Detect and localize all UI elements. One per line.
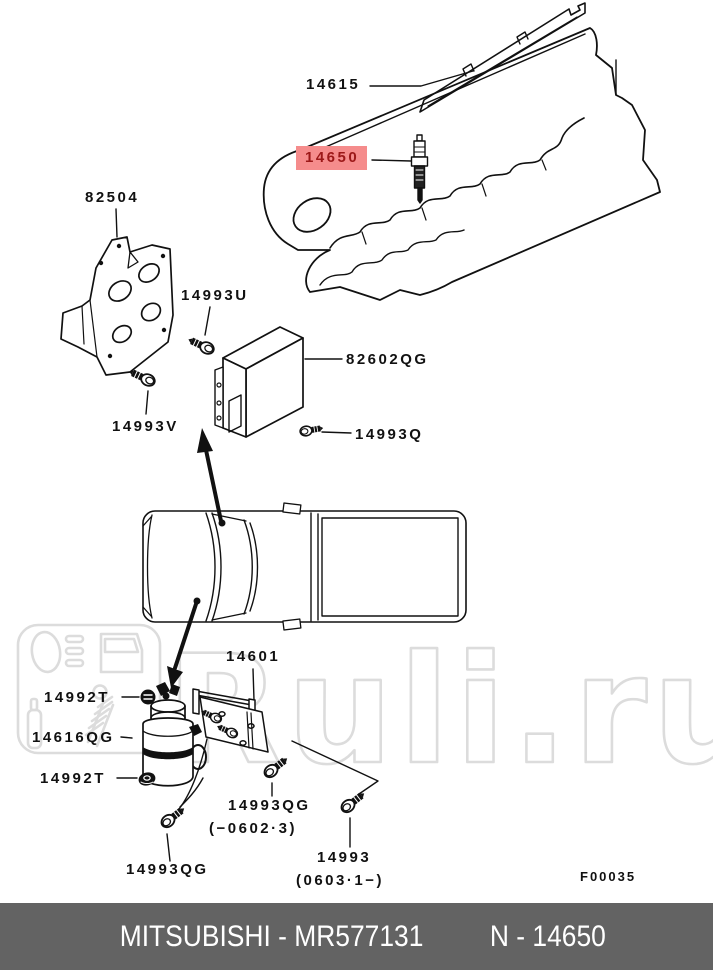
bolt-14993QG-bottom (158, 803, 189, 831)
bracket-82504-drawing (60, 236, 174, 376)
ecu-unit-drawing (214, 326, 304, 438)
pointer-arrow-to-ecu (197, 428, 226, 527)
valve-cover-gasket-drawing (419, 2, 586, 113)
part-label-14993Q: 14993Q (355, 426, 424, 443)
part-label-14650-highlighted: 14650 (296, 146, 368, 170)
part-label-14616QG: 14616QG (32, 729, 115, 746)
bolt-14993U (185, 333, 217, 357)
part-label-14993: 14993 (317, 849, 372, 866)
pointer-arrow-to-filter (167, 597, 201, 688)
part-label-14993QG-bottom: 14993QG (126, 861, 209, 878)
footer-brand-part-number: MITSUBISHI - MR577131 (119, 919, 424, 953)
part-label-82602QG: 82602QG (346, 351, 429, 368)
watermark-logo (16, 623, 162, 755)
bracket-14601-drawing (192, 688, 269, 753)
part-label-14992T-upper: 14992T (44, 689, 110, 706)
part-label-14601: 14601 (226, 648, 281, 665)
fuel-filter-drawing (142, 682, 207, 787)
bolt-14993Q (298, 422, 325, 438)
figure-code: F00035 (580, 869, 637, 884)
part-label-14993QG-mid-daterange: (−0602·3) (209, 820, 297, 837)
truck-top-view-drawing (142, 502, 467, 631)
part-label-14615: 14615 (306, 76, 361, 93)
part-label-14993-daterange: (0603·1−) (296, 872, 384, 889)
nut-14992T-lower (138, 772, 156, 786)
footer-catalog-number: N - 14650 (490, 919, 607, 953)
watermark: Ruli.ru (16, 623, 713, 799)
leader-lines (115, 70, 474, 862)
part-label-14993V: 14993V (112, 418, 179, 435)
part-label-14992T-lower: 14992T (40, 770, 106, 787)
footer-bar: MITSUBISHI - MR577131 N - 14650 (0, 903, 713, 970)
grommet-14992T-upper (140, 689, 156, 705)
part-label-14993QG-mid: 14993QG (228, 797, 311, 814)
part-label-82504: 82504 (85, 189, 140, 206)
part-label-14993U: 14993U (181, 287, 249, 304)
engine-drawing (262, 2, 661, 301)
glow-plug-drawing (410, 134, 429, 204)
